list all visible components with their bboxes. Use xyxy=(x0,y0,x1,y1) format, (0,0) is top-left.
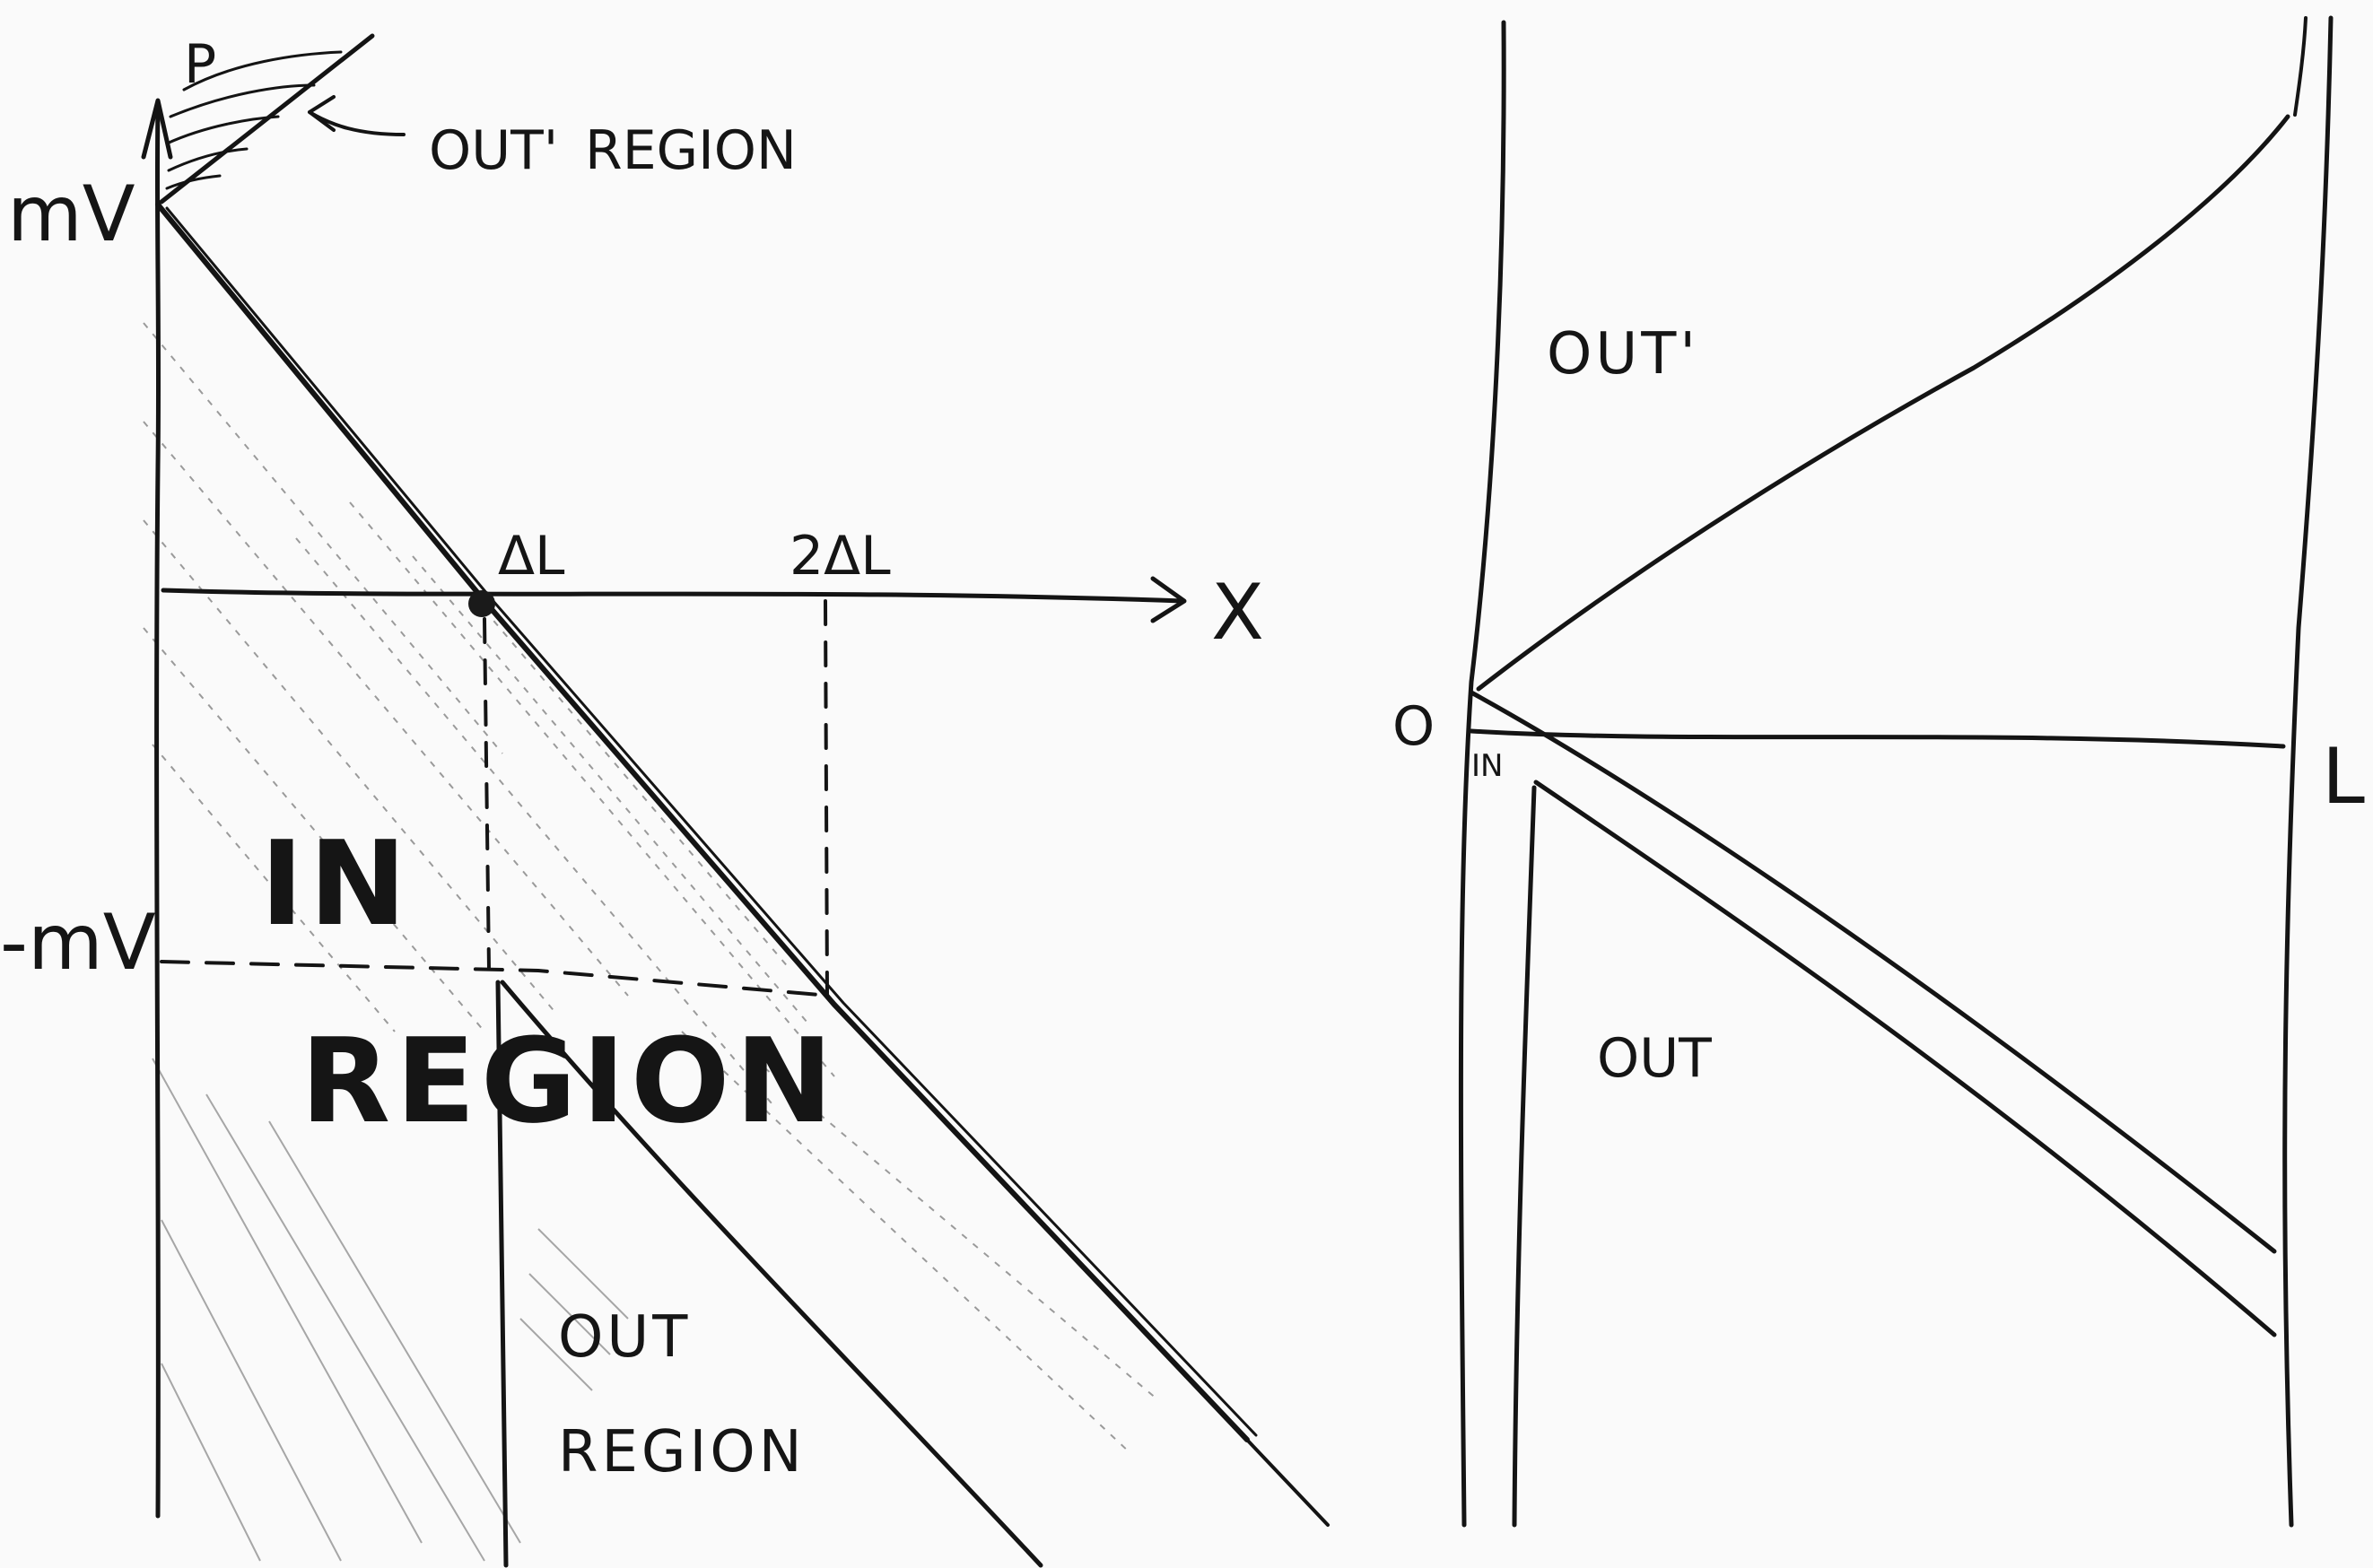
dl-dashed-guide xyxy=(483,617,491,971)
lower-boundary-line-upper xyxy=(1469,690,2277,1254)
main-diagonal-line-second-stroke xyxy=(165,206,1258,1437)
dl-solid-vertical xyxy=(495,980,509,1568)
x-axis-arrowhead xyxy=(1150,576,1187,623)
out-region-label-line2: REGION xyxy=(558,1419,806,1485)
right-phase-diagram: O L OUT' IN OUT xyxy=(1392,15,2365,1528)
out-prime-region-label: REGION xyxy=(585,119,797,182)
intersection-dot xyxy=(468,590,495,617)
hatch-shading xyxy=(143,322,1158,1562)
right-wall-line xyxy=(2282,15,2334,1528)
p-axis-line xyxy=(154,105,161,1519)
dl-tick-label: ΔL xyxy=(498,525,565,588)
in-region-label: REGION xyxy=(301,1013,838,1149)
lower-parallel-diagonal xyxy=(500,980,1043,1568)
neg-mv-label: -mV xyxy=(0,898,156,988)
x-axis-label: X xyxy=(1211,568,1264,658)
p-axis-label: P xyxy=(184,33,216,96)
pointer-arrowhead xyxy=(308,95,336,132)
out-prime-label-right: OUT' xyxy=(1547,321,1699,388)
out-label-right: OUT xyxy=(1597,1027,1712,1090)
x-axis-line xyxy=(161,588,1185,604)
left-phase-diagram: P mV -mV X ΔL 2ΔL OUT' REGION IN REGION … xyxy=(0,33,1330,1568)
mv-label: mV xyxy=(7,170,135,259)
lower-boundary-line-lower xyxy=(1533,780,2277,1337)
two-dl-dashed-guide xyxy=(824,599,829,997)
inner-vertical-line xyxy=(1512,785,1537,1528)
position-axis-line xyxy=(1469,728,2286,749)
out-prime-label: OUT' xyxy=(429,119,558,182)
out-prime-boundary-line xyxy=(159,33,375,205)
neg-mv-dashed-guide xyxy=(160,960,832,997)
in-small-label: IN xyxy=(1471,748,1503,784)
in-label: IN xyxy=(260,815,412,952)
two-dl-tick-label: 2ΔL xyxy=(790,525,891,588)
out-region-label-line1: OUT xyxy=(558,1304,691,1371)
origin-label: O xyxy=(1392,695,1435,758)
diagonal-extension xyxy=(833,1003,1330,1527)
length-label: L xyxy=(2322,732,2365,822)
p-axis-arrowhead xyxy=(141,98,173,160)
out-prime-boundary-line-right xyxy=(1476,114,2290,692)
right-wall-top-stroke xyxy=(2293,16,2308,117)
